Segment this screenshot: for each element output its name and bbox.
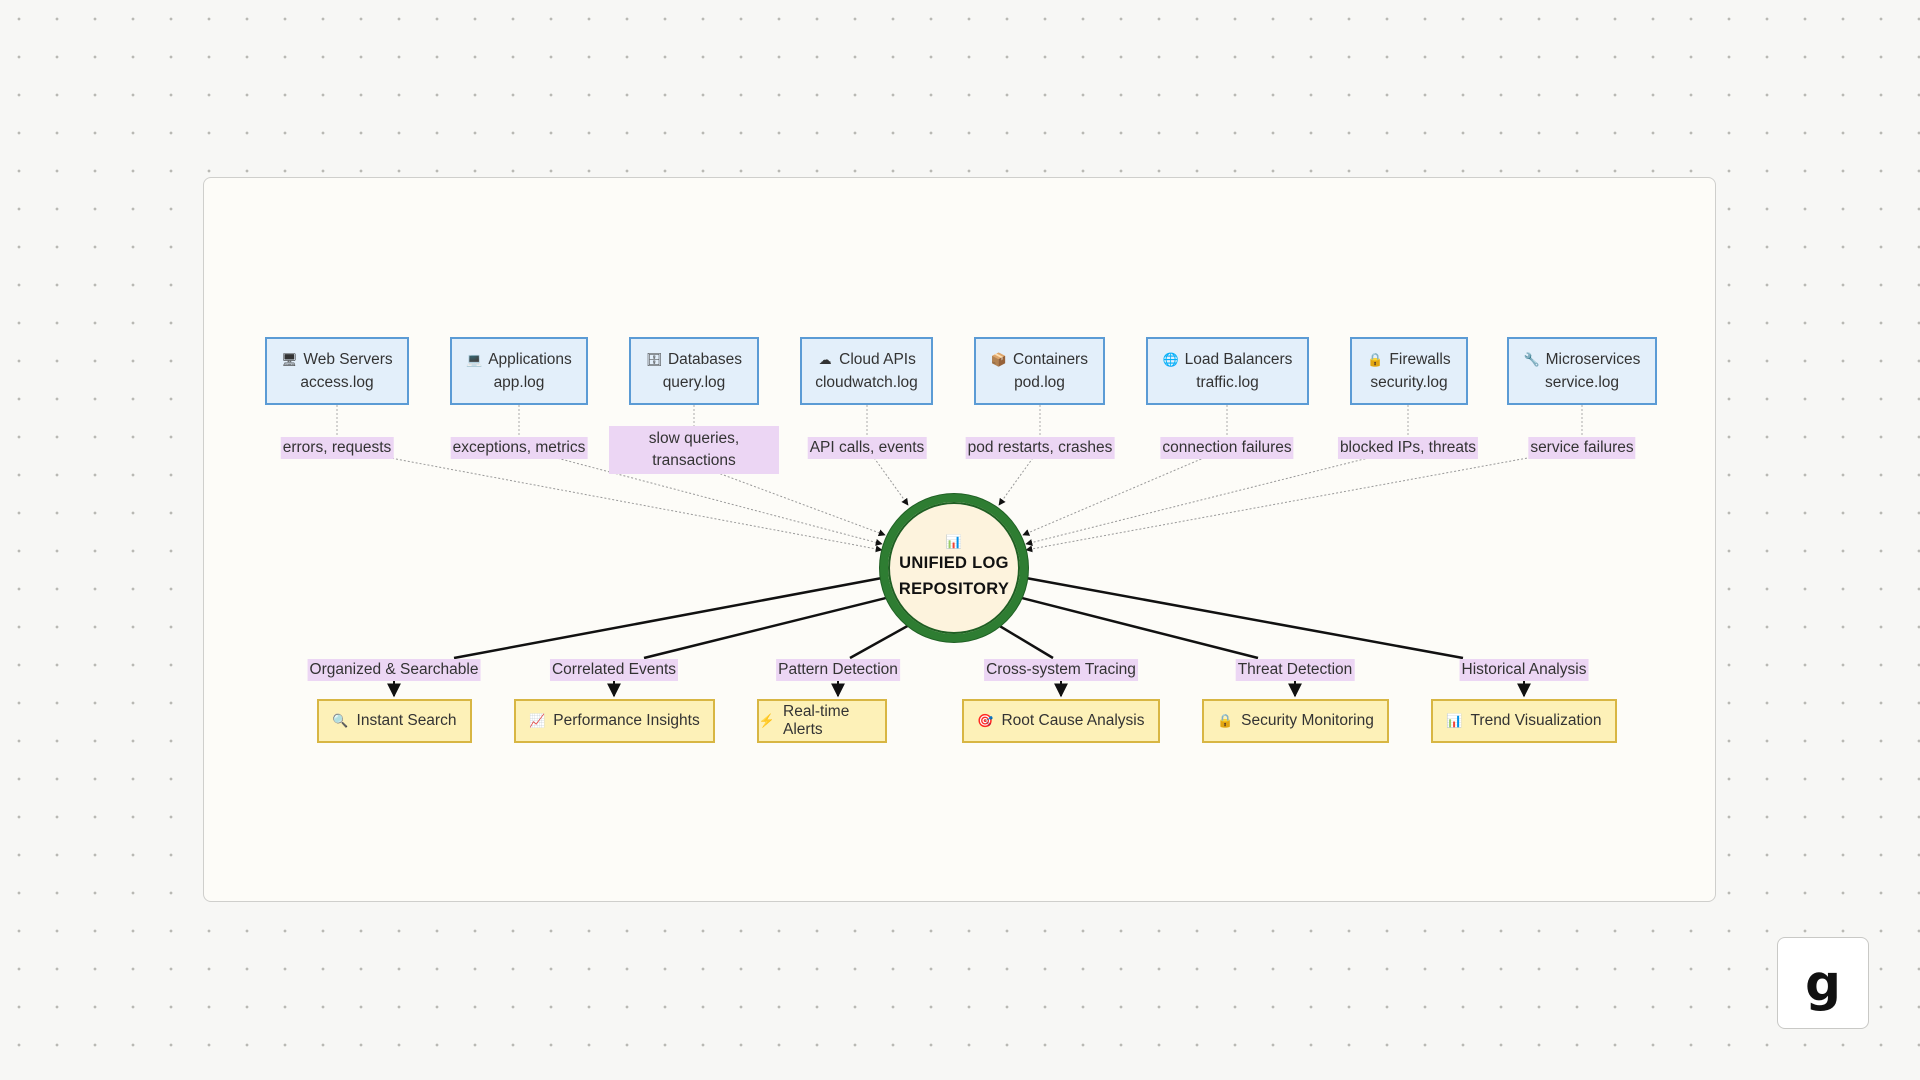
lock-icon: 🔒	[1367, 351, 1384, 367]
diagram-canvas: 🖥 Web Servers access.log 💻 Applications …	[203, 177, 1716, 902]
source-name: Web Servers	[303, 351, 393, 368]
laptop-icon: 💻	[466, 351, 483, 367]
source-name: Microservices	[1545, 351, 1641, 368]
source-node-microservices[interactable]: 🔧 Microservices service.log	[1507, 337, 1657, 405]
source-edges	[336, 447, 1583, 553]
output-node-real-time-alerts[interactable]: ⚡ Real-time Alerts	[757, 699, 887, 743]
source-node-cloud-apis[interactable]: ☁ Cloud APIs cloudwatch.log	[800, 337, 933, 405]
source-name: Containers	[1013, 351, 1088, 368]
source-name: Load Balancers	[1184, 351, 1293, 368]
source-name: Cloud APIs	[839, 351, 916, 368]
source-stubs	[336, 405, 1583, 437]
source-file: service.log	[1544, 374, 1620, 391]
magnifier-icon: 🔍	[332, 713, 349, 728]
chart-up-icon: 📈	[529, 713, 546, 728]
wrench-icon: 🔧	[1523, 351, 1540, 367]
source-name: Applications	[488, 351, 572, 368]
output-name: Trend Visualization	[1470, 712, 1602, 729]
source-name: Firewalls	[1389, 351, 1451, 368]
output-name: Performance Insights	[553, 712, 700, 729]
edge-label-applications: exceptions, metrics	[450, 437, 588, 459]
source-file: cloudwatch.log	[815, 374, 918, 391]
unified-log-repository-hub[interactable]: 📊 UNIFIED LOG REPOSITORY	[880, 494, 1028, 642]
output-node-root-cause-analysis[interactable]: 🎯 Root Cause Analysis	[962, 699, 1160, 743]
source-node-web-servers[interactable]: 🖥 Web Servers access.log	[265, 337, 409, 405]
brand-logo-icon[interactable]: g	[1777, 937, 1869, 1029]
bar-chart-icon: 📊	[1446, 713, 1463, 728]
source-file: security.log	[1370, 374, 1448, 391]
edge-label-threat-detection: Threat Detection	[1235, 659, 1355, 681]
source-file: app.log	[493, 374, 545, 391]
output-edges	[453, 576, 1464, 660]
edge-label-correlated-events: Correlated Events	[549, 659, 679, 681]
edge-label-microservices: service failures	[1528, 437, 1636, 459]
lightning-icon: ⚡	[758, 713, 776, 728]
output-name: Security Monitoring	[1241, 712, 1374, 729]
source-node-containers[interactable]: 📦 Containers pod.log	[974, 337, 1105, 405]
source-node-applications[interactable]: 💻 Applications app.log	[450, 337, 588, 405]
database-icon: 🗄	[645, 351, 663, 367]
globe-icon: 🌐	[1162, 351, 1179, 367]
output-arrows	[387, 681, 1531, 698]
lock-icon: 🔒	[1217, 713, 1234, 728]
source-file: access.log	[300, 374, 374, 391]
edge-label-pattern-detection: Pattern Detection	[776, 659, 900, 681]
source-file: query.log	[662, 374, 726, 391]
package-icon: 📦	[990, 351, 1008, 367]
edge-label-load-balancers: connection failures	[1160, 437, 1294, 459]
output-node-instant-search[interactable]: 🔍 Instant Search	[317, 699, 472, 743]
source-node-load-balancers[interactable]: 🌐 Load Balancers traffic.log	[1146, 337, 1309, 405]
output-node-performance-insights[interactable]: 📈 Performance Insights	[514, 699, 715, 743]
monitor-icon: 🖥	[281, 351, 298, 367]
output-name: Real-time Alerts	[783, 703, 850, 738]
target-icon: 🎯	[977, 713, 994, 728]
output-name: Instant Search	[356, 712, 457, 729]
output-node-security-monitoring[interactable]: 🔒 Security Monitoring	[1202, 699, 1389, 743]
edge-label-cloud-apis: API calls, events	[807, 437, 927, 459]
output-name: Root Cause Analysis	[1001, 712, 1145, 729]
source-file: traffic.log	[1196, 374, 1259, 391]
output-node-trend-visualization[interactable]: 📊 Trend Visualization	[1431, 699, 1617, 743]
source-node-databases[interactable]: 🗄 Databases query.log	[629, 337, 759, 405]
edge-label-containers: pod restarts, crashes	[965, 437, 1115, 459]
cloud-icon: ☁	[818, 351, 832, 367]
source-name: Databases	[667, 351, 743, 368]
source-file: pod.log	[1014, 374, 1065, 391]
bar-chart-icon: 📊	[945, 534, 963, 549]
edge-label-cross-system-tracing: Cross-system Tracing	[984, 659, 1138, 681]
edge-label-web-servers: errors, requests	[280, 437, 394, 459]
hub-title: UNIFIED LOG REPOSITORY	[898, 554, 1010, 598]
edge-label-historical-analysis: Historical Analysis	[1459, 659, 1589, 681]
edge-label-databases: slow queries, transactions	[609, 426, 779, 474]
edge-label-firewalls: blocked IPs, threats	[1337, 437, 1479, 459]
edge-label-organized-searchable: Organized & Searchable	[307, 659, 481, 681]
source-node-firewalls[interactable]: 🔒 Firewalls security.log	[1350, 337, 1468, 405]
diagram-edges	[336, 405, 1583, 698]
